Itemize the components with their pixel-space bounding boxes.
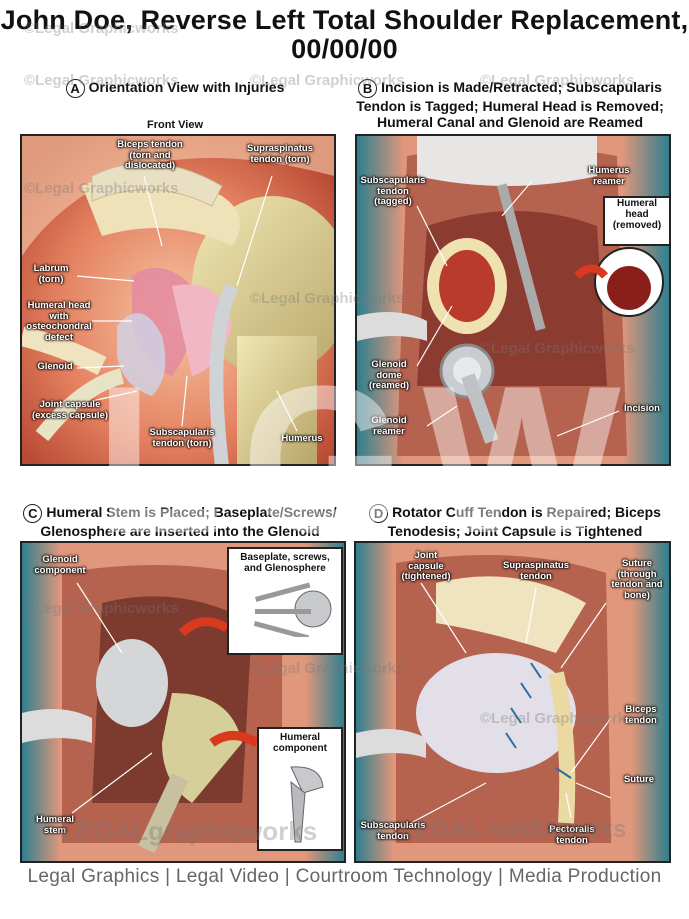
panel-a-subheading: Front View <box>146 119 204 131</box>
label-supraspinatus-tendon: Supraspinatus tendon <box>503 560 569 582</box>
label-humeral-component: Humeral component <box>273 732 327 754</box>
panel-d-art <box>356 543 669 861</box>
label-suture-through-tendon-bone: Suture (through tendon and bone) <box>611 558 663 601</box>
watermark: ©Legal Graphicworks <box>480 72 635 89</box>
label-supraspinatus-torn: Supraspinatus tendon (torn) <box>247 143 313 165</box>
humeral-implant-image <box>290 766 324 843</box>
panel-c-badge: C <box>23 504 43 523</box>
label-subscapularis-tagged: Subscapularis tendon (tagged) <box>360 175 426 207</box>
label-labrum-torn: Labrum (torn) <box>33 263 69 285</box>
watermark: ©Legal Graphicworks <box>24 600 179 617</box>
label-suture: Suture <box>623 774 655 785</box>
label-humeral-head-removed: Humeral head (removed) <box>612 198 662 231</box>
footer-tagline: Legal Graphics | Legal Video | Courtroom… <box>27 866 662 887</box>
panel-d-illustration: Joint capsule (tightened) Supraspinatus … <box>354 541 671 863</box>
panel-c-heading-line-1: Humeral Stem is Placed; Baseplate/Screws… <box>46 504 337 521</box>
watermark: ©Legal Graphicworks <box>480 340 635 357</box>
label-humeral-stem: Humeral stem <box>35 814 74 836</box>
panel-b-heading-line-3: Humeral Canal and Glenoid are Reamed <box>376 114 644 130</box>
panel-a-art <box>22 136 334 464</box>
panel-b-badge: B <box>358 79 378 98</box>
panel-d-heading-line-2: Tenodesis; Joint Capsule is Tightened <box>387 523 643 539</box>
title-line-2: 00/00/00 <box>291 34 398 64</box>
page-title: John Doe, Reverse Left Total Shoulder Re… <box>0 6 689 64</box>
label-joint-capsule-tightened: Joint capsule (tightened) <box>401 550 451 582</box>
watermark-logo: LGW <box>95 342 639 577</box>
panel-d-badge: D <box>369 504 389 523</box>
watermark: ©Legal Graphicworks <box>480 710 635 727</box>
label-subscapularis-torn: Subscapularis tendon (torn) <box>149 427 215 449</box>
panel-b-art <box>357 136 669 464</box>
panel-b-heading-line-2: Tendon is Tagged; Humeral Head is Remove… <box>356 98 664 114</box>
watermark-bottom-left: LEGALgraphicworks <box>60 816 318 846</box>
label-glenoid-component: Glenoid component <box>34 554 86 576</box>
panel-c-illustration: Glenoid component Baseplate, screws, and… <box>20 541 346 863</box>
callout-baseplate-screws-glenosphere: Baseplate, screws, and Glenosphere <box>227 547 343 655</box>
watermark: ©Legal Graphicworks <box>250 72 405 89</box>
panel-a-heading-text: Orientation View with Injuries <box>88 79 285 96</box>
title-line-1: John Doe, Reverse Left Total Shoulder Re… <box>0 5 689 35</box>
panel-a-badge: A <box>65 79 85 98</box>
label-biceps-tendon-torn: Biceps tendon (torn and dislocated) <box>117 139 183 171</box>
label-glenoid-reamer: Glenoid reamer <box>371 415 407 437</box>
label-humerus: Humerus <box>281 433 323 444</box>
watermark: ©Legal Graphicworks <box>24 72 179 89</box>
label-incision: Incision <box>624 403 660 414</box>
watermark: ©Legal Graphicworks <box>24 180 179 197</box>
label-pectoralis-tendon: Pectoralis tendon <box>549 824 595 846</box>
watermark: ©Legal Graphicworks <box>250 660 405 677</box>
watermark-bottom-right: LEGAL mediaworks <box>400 816 627 843</box>
panel-c-heading-line-2: Glenosphere are Inserted into the Glenoi… <box>40 523 320 539</box>
panel-b-illustration: Subscapularis tendon (tagged) Humerus re… <box>355 134 671 466</box>
watermark: ©Legal Graphicworks <box>250 290 405 307</box>
label-humerus-reamer: Humerus reamer <box>588 165 630 187</box>
label-subscapularis-tendon: Subscapularis tendon <box>360 820 426 842</box>
label-glenoid: Glenoid <box>37 361 73 372</box>
watermark: ©Legal Graphicworks <box>24 20 179 37</box>
panel-a-illustration: Biceps tendon (torn and dislocated) Supr… <box>20 134 336 466</box>
baseplate-implant-image <box>253 582 332 641</box>
label-baseplate-screws-glenosphere: Baseplate, screws, and Glenosphere <box>240 552 330 574</box>
panel-b-heading-line-1: Incision is Made/Retracted; Subscapulari… <box>381 79 662 96</box>
panel-d-heading-line-1: Rotator Cuff Tendon is Repaired; Biceps <box>392 504 661 521</box>
label-joint-capsule-excess: Joint capsule (excess capsule) <box>31 399 109 421</box>
callout-humeral-head-removed: Humeral head (removed) <box>603 196 669 246</box>
label-biceps-tendon: Biceps tendon <box>625 704 657 726</box>
label-glenoid-dome-reamed: Glenoid dome (reamed) <box>368 359 410 391</box>
callout-humeral-component: Humeral component <box>257 727 343 851</box>
label-humeral-head-defect: Humeral head with osteochondral defect <box>26 300 92 343</box>
